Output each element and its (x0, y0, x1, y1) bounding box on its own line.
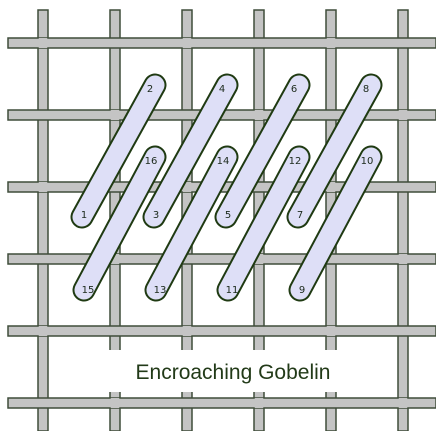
stitch-13-14: 13 14 (144, 145, 239, 302)
weave-overlap (254, 398, 264, 408)
weave-overlap (38, 38, 48, 48)
stitch-7-8: 7 8 (286, 73, 383, 229)
stitch-start-label: 15 (82, 285, 95, 296)
stitch-5-6: 5 6 (214, 73, 311, 229)
weave-overlap (182, 38, 192, 48)
vertical-thread (397, 9, 409, 431)
stitch-end-label: 8 (363, 84, 369, 95)
stitches-lower-row: 15 16 13 14 11 12 9 10 (72, 145, 383, 302)
vertical-thread (37, 9, 49, 431)
stitch-end-label: 10 (361, 156, 374, 167)
stitch-end-label: 12 (289, 156, 302, 167)
stitches-upper-row: 1 2 3 4 5 6 7 8 (70, 73, 383, 229)
stitch-1-2: 1 2 (70, 73, 167, 229)
stitch-start-label: 7 (297, 210, 303, 221)
stitch-thread (72, 75, 165, 227)
stitch-thread (288, 75, 381, 227)
weave-overlap (110, 110, 120, 120)
weave-overlap (110, 398, 120, 408)
canvas-weave-overlaps (38, 38, 408, 408)
horizontal-thread (7, 37, 436, 49)
stitch-thread (290, 147, 381, 300)
stitch-start-label: 3 (153, 210, 159, 221)
caption-box: Encroaching Gobelin (94, 350, 372, 392)
stitch-thread (216, 75, 309, 227)
weave-overlap (182, 326, 192, 336)
weave-overlap (38, 182, 48, 192)
stitch-start-label: 9 (299, 285, 305, 296)
weave-overlap (182, 182, 192, 192)
horizontal-thread (7, 397, 436, 409)
weave-overlap (398, 254, 408, 264)
stitch-end-label: 14 (217, 156, 230, 167)
weave-overlap (398, 110, 408, 120)
stitch-thread (144, 75, 237, 227)
stitch-end-label: 4 (219, 84, 225, 95)
weave-overlap (326, 182, 336, 192)
stitch-start-label: 11 (226, 285, 239, 296)
stitch-start-label: 13 (154, 285, 167, 296)
stitch-thread (218, 147, 309, 300)
diagram-caption: Encroaching Gobelin (136, 361, 331, 384)
stitch-end-label: 2 (147, 84, 153, 95)
stitch-15-16: 15 16 (72, 145, 167, 302)
weave-overlap (38, 326, 48, 336)
stitch-11-12: 11 12 (216, 145, 311, 302)
weave-overlap (254, 254, 264, 264)
horizontal-thread (7, 253, 436, 265)
weave-overlap (326, 38, 336, 48)
weave-overlap (398, 398, 408, 408)
weave-overlap (254, 110, 264, 120)
stitch-thread (146, 147, 237, 300)
stitch-thread (74, 147, 165, 300)
caption-background (94, 350, 372, 392)
stitch-end-label: 16 (145, 156, 158, 167)
stitch-9-10: 9 10 (288, 145, 383, 302)
weave-overlap (110, 254, 120, 264)
weave-overlap (326, 326, 336, 336)
horizontal-thread (7, 325, 436, 337)
stitch-end-label: 6 (291, 84, 297, 95)
stitch-start-label: 1 (81, 210, 87, 221)
stitch-start-label: 5 (225, 210, 231, 221)
stitch-3-4: 3 4 (142, 73, 239, 229)
